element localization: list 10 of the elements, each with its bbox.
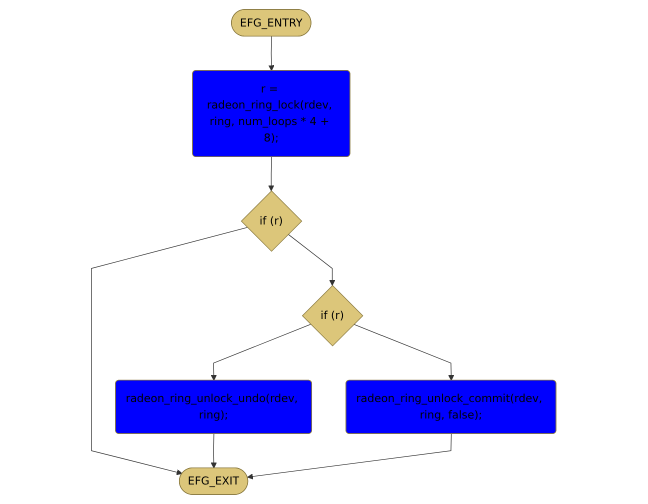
arrow (288, 234, 336, 286)
arrow (211, 434, 218, 468)
arrow (354, 324, 454, 381)
arrow (268, 156, 274, 192)
arrow (247, 434, 452, 480)
node-diamond: if (r) (241, 190, 302, 252)
arrow (211, 324, 312, 381)
node-diamond: if (r) (302, 285, 364, 346)
arrow (91, 227, 248, 476)
arrow (268, 36, 275, 72)
